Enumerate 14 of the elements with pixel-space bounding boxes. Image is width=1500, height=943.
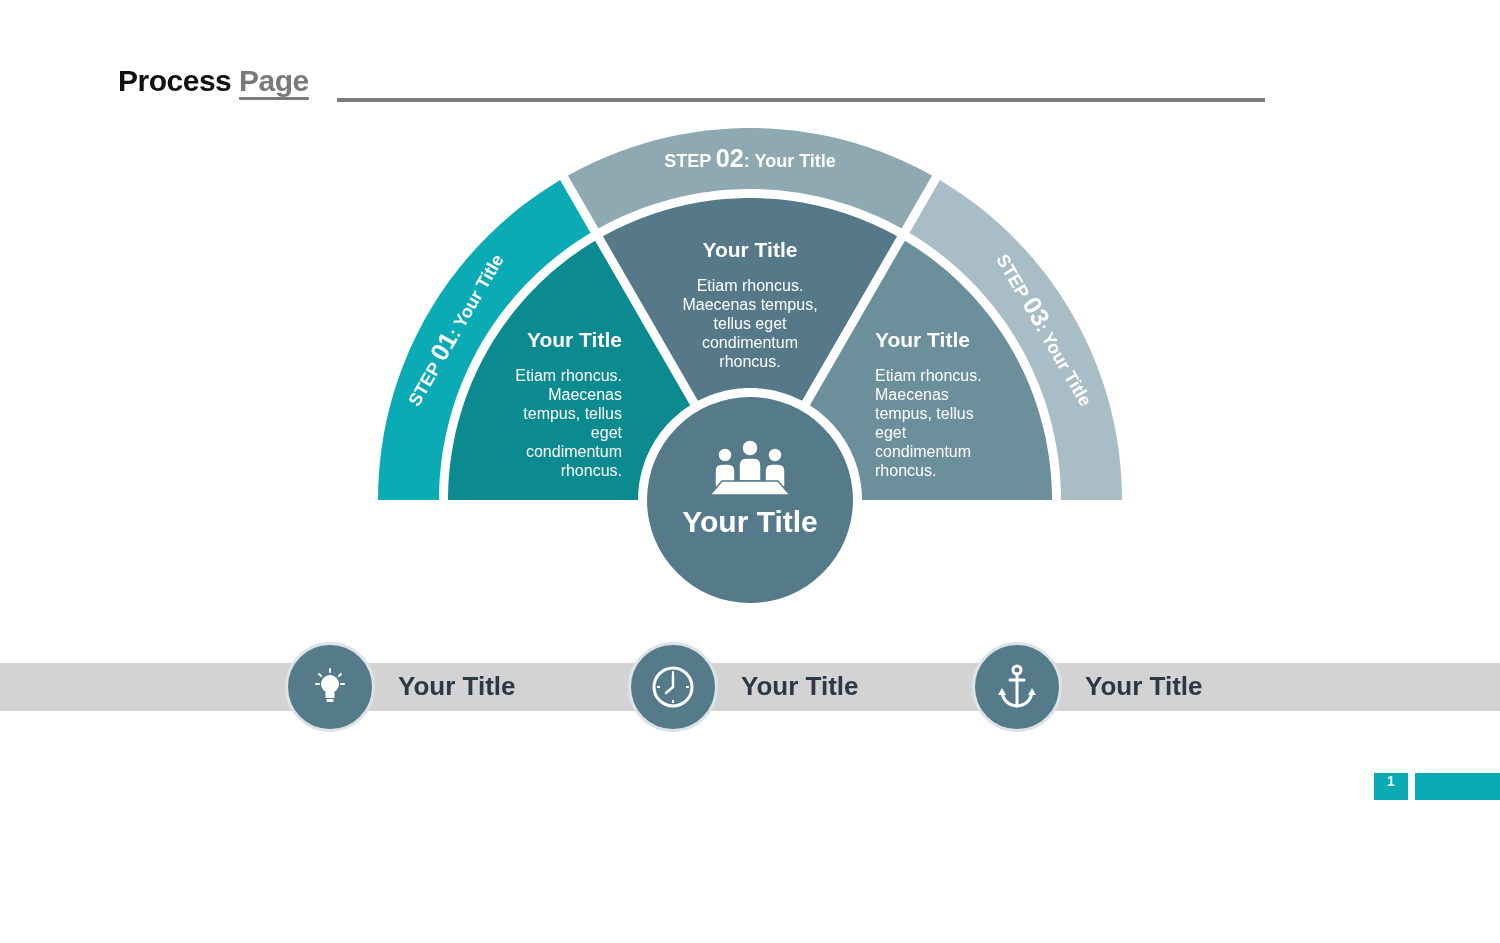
item-title: Your Title (1085, 671, 1203, 702)
page-number: 1 (1374, 773, 1408, 800)
circle-title: Your Title (681, 505, 819, 539)
ring-segment (567, 128, 933, 229)
sector-title: Your Title (875, 328, 970, 352)
sector-text: Etiam rhoncus. Maecenas tempus, tellus eget condimentum rhoncus. (875, 366, 983, 480)
step-label: STEP 02: Your Title (664, 145, 836, 172)
sector-text: Etiam rhoncus. Maecenas tempus, tellus eget condimentum rhoncus. (514, 366, 622, 480)
sector-title: Your Title (527, 328, 622, 352)
sector-text: Etiam rhoncus. Maecenas tempus, tellus eget condimentum rhoncus. (681, 276, 819, 371)
page-title: Process Page (118, 64, 309, 98)
item-title: Your Title (741, 671, 859, 702)
item-title: Your Title (398, 671, 516, 702)
sector-title: Your Title (702, 238, 798, 262)
